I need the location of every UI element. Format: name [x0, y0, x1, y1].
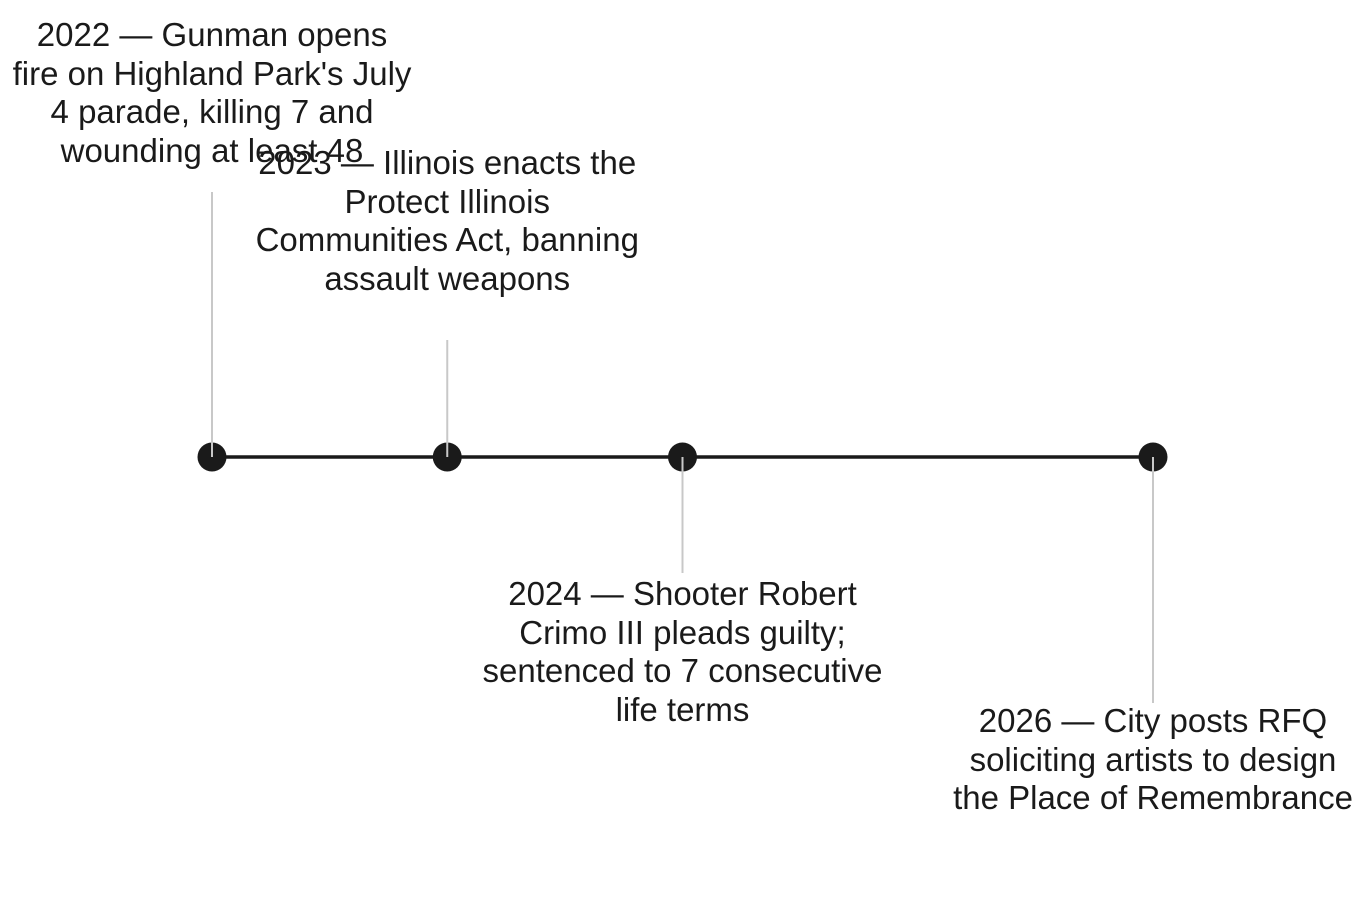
event-label-2024: 2024 — Shooter Robert Crimo III pleads g…: [482, 575, 883, 728]
event-label-2026: 2026 — City posts RFQ soliciting artists…: [953, 702, 1353, 816]
event-label-2023: 2023 — Illinois enacts the Protect Illin…: [255, 144, 639, 297]
event-label-2022: 2022 — Gunman opens fire on Highland Par…: [12, 16, 412, 169]
connector-lines: [211, 192, 1154, 703]
